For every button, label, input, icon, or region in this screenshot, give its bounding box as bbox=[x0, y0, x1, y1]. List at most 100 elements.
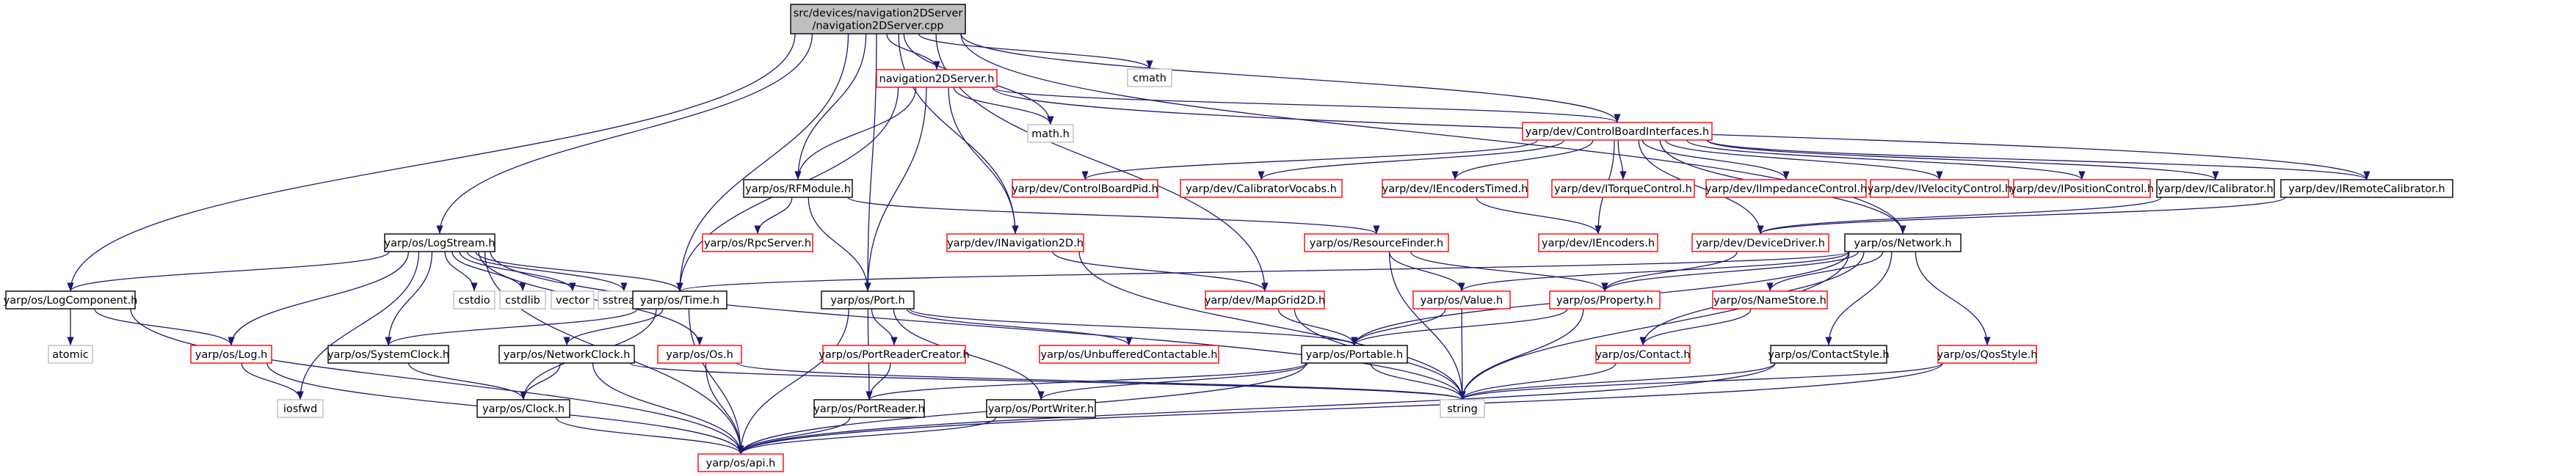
node-calvocab[interactable]: yarp/dev/CalibratorVocabs.h bbox=[1180, 179, 1343, 198]
node-clock[interactable]: yarp/os/Clock.h bbox=[476, 399, 570, 418]
node-os[interactable]: yarp/os/Os.h bbox=[657, 345, 742, 364]
edge-port-to-unbuf bbox=[906, 308, 1133, 346]
edge-nav2dh-to-math bbox=[953, 87, 1054, 125]
node-box bbox=[384, 233, 496, 252]
node-box bbox=[1538, 233, 1658, 252]
node-label: yarp/os/Port.h bbox=[830, 295, 904, 307]
edge-portable-to-portreader bbox=[866, 362, 1307, 400]
node-cmath: cmath bbox=[1127, 68, 1172, 87]
node-time[interactable]: yarp/os/Time.h bbox=[632, 290, 728, 310]
node-box bbox=[498, 345, 635, 364]
node-netclock[interactable]: yarp/os/NetworkClock.h bbox=[498, 345, 635, 364]
node-box bbox=[1304, 233, 1449, 252]
node-port[interactable]: yarp/os/Port.h bbox=[821, 290, 915, 310]
node-resfinder[interactable]: yarp/os/ResourceFinder.h bbox=[1304, 233, 1449, 252]
node-portwriter[interactable]: yarp/os/PortWriter.h bbox=[986, 399, 1096, 418]
node-nav2dh[interactable]: navigation2DServer.h bbox=[876, 69, 998, 88]
node-mapgrid[interactable]: yarp/dev/MapGrid2D.h bbox=[1205, 290, 1325, 310]
edge-nav2dh-to-cbi bbox=[992, 87, 1621, 123]
node-box bbox=[632, 290, 728, 310]
node-rpcserver[interactable]: yarp/os/RpcServer.h bbox=[702, 233, 813, 252]
node-value[interactable]: yarp/os/Value.h bbox=[1412, 290, 1511, 310]
node-label: cmath bbox=[1133, 73, 1167, 84]
node-devdriver[interactable]: yarp/dev/DeviceDriver.h bbox=[1691, 233, 1829, 252]
node-torque[interactable]: yarp/dev/ITorqueControl.h bbox=[1551, 179, 1695, 198]
node-label: string bbox=[1447, 403, 1478, 415]
node-box bbox=[1595, 345, 1691, 364]
node-label: yarp/dev/IEncoders.h bbox=[1542, 238, 1655, 249]
node-atomic: atomic bbox=[48, 345, 93, 364]
edge-netclock-to-clock bbox=[520, 362, 561, 400]
edge-network-to-string bbox=[1459, 251, 1850, 400]
node-label: yarp/os/Portable.h bbox=[1306, 349, 1403, 361]
edge-iremcal-to-devdriver bbox=[1757, 197, 2286, 235]
edge-logcomp-to-log bbox=[94, 308, 235, 346]
edge-cbi-to-velctl bbox=[1665, 139, 1943, 180]
header-nodes: src/devices/navigation2DServer/navigatio… bbox=[4, 4, 2453, 472]
node-label: yarp/dev/ControlBoardPid.h bbox=[1012, 183, 1158, 195]
edge-portreader-to-api bbox=[737, 417, 851, 455]
node-box bbox=[1127, 68, 1172, 87]
node-cstdlib: cstdlib bbox=[499, 290, 546, 310]
edge-os-to-string bbox=[736, 362, 1466, 400]
node-box bbox=[1301, 345, 1408, 364]
node-box bbox=[2013, 179, 2151, 198]
node-property[interactable]: yarp/os/Property.h bbox=[1549, 290, 1661, 310]
edge-property-to-string bbox=[1459, 308, 1584, 400]
node-label: yarp/os/Clock.h bbox=[482, 403, 565, 415]
edge-logstream-to-time bbox=[475, 251, 683, 292]
node-label: vector bbox=[556, 295, 589, 307]
node-label: yarp/os/PortReader.h bbox=[813, 403, 924, 415]
node-logcomp[interactable]: yarp/os/LogComponent.h bbox=[4, 290, 138, 310]
node-label: cstdlib bbox=[505, 295, 540, 307]
node-api[interactable]: yarp/os/api.h bbox=[697, 453, 784, 472]
node-label: src/devices/navigation2DServer bbox=[794, 8, 963, 20]
node-inav[interactable]: yarp/dev/INavigation2D.h bbox=[946, 233, 1084, 252]
edge-resfinder-to-property bbox=[1410, 251, 1608, 292]
node-iremcal[interactable]: yarp/dev/IRemoteCalibrator.h bbox=[2280, 179, 2453, 198]
node-portreader[interactable]: yarp/os/PortReader.h bbox=[813, 399, 925, 418]
edge-root-to-port bbox=[864, 33, 877, 292]
node-box bbox=[790, 4, 966, 34]
node-box bbox=[1522, 122, 1713, 141]
node-network[interactable]: yarp/os/Network.h bbox=[1844, 233, 1962, 252]
node-portable[interactable]: yarp/os/Portable.h bbox=[1301, 345, 1408, 364]
node-contactstyle[interactable]: yarp/os/ContactStyle.h bbox=[1768, 345, 1890, 364]
node-cbpid[interactable]: yarp/dev/ControlBoardPid.h bbox=[1012, 179, 1158, 198]
edge-root-to-rfmodule bbox=[794, 33, 867, 180]
node-label: yarp/dev/MapGrid2D.h bbox=[1205, 295, 1325, 307]
edge-os-to-api bbox=[705, 362, 744, 455]
node-label: yarp/os/ResourceFinder.h bbox=[1310, 238, 1443, 249]
node-unbuf[interactable]: yarp/os/UnbufferedContactable.h bbox=[1039, 345, 1219, 364]
node-namestore[interactable]: yarp/os/NameStore.h bbox=[1712, 290, 1828, 310]
edge-clock-to-api bbox=[555, 417, 744, 455]
node-imped[interactable]: yarp/dev/IImpedanceControl.h bbox=[1705, 179, 1867, 198]
edge-rfmodule-to-resfinder bbox=[847, 197, 1380, 235]
node-icalib[interactable]: yarp/dev/ICalibrator.h bbox=[2156, 179, 2275, 198]
node-log[interactable]: yarp/os/Log.h bbox=[190, 345, 272, 364]
edge-cbi-to-torque bbox=[1617, 139, 1627, 180]
node-iencoders[interactable]: yarp/dev/IEncoders.h bbox=[1538, 233, 1658, 252]
edge-cbi-to-calvocab bbox=[1258, 139, 1564, 180]
node-logstream[interactable]: yarp/os/LogStream.h bbox=[384, 233, 496, 252]
node-label: yarp/os/ContactStyle.h bbox=[1768, 349, 1889, 361]
node-encTimed[interactable]: yarp/dev/IEncodersTimed.h bbox=[1382, 179, 1528, 198]
node-box bbox=[1705, 179, 1867, 198]
node-box bbox=[813, 399, 925, 418]
node-prc[interactable]: yarp/os/PortReaderCreator.h bbox=[819, 345, 970, 364]
node-rfmodule[interactable]: yarp/os/RFModule.h bbox=[743, 179, 853, 198]
node-qosstyle[interactable]: yarp/os/QosStyle.h bbox=[1937, 345, 2038, 364]
edge-qosstyle-to-string bbox=[1459, 362, 1943, 400]
node-box bbox=[1712, 290, 1828, 310]
node-posctl[interactable]: yarp/dev/IPositionControl.h bbox=[2010, 179, 2154, 198]
node-sysclock[interactable]: yarp/os/SystemClock.h bbox=[327, 345, 449, 364]
node-velctl[interactable]: yarp/dev/IVelocityControl.h bbox=[1868, 179, 2011, 198]
node-cbi[interactable]: yarp/dev/ControlBoardInterfaces.h bbox=[1522, 122, 1713, 141]
node-box bbox=[277, 399, 324, 418]
node-box bbox=[190, 345, 272, 364]
node-label: yarp/os/Os.h bbox=[666, 349, 733, 361]
node-contact[interactable]: yarp/os/Contact.h bbox=[1595, 345, 1691, 364]
edge-log-to-iosfwd bbox=[241, 362, 304, 400]
edge-cbi-to-imped bbox=[1641, 139, 1790, 180]
